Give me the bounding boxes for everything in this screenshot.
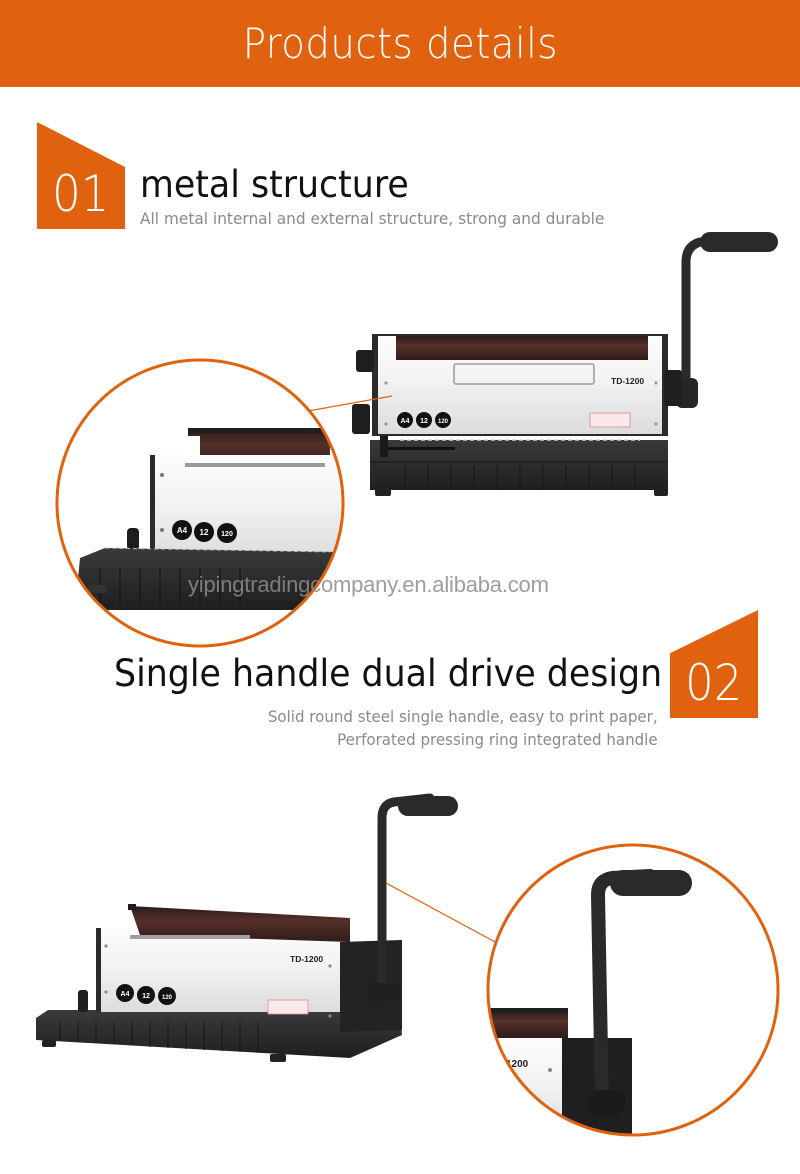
binding-machine-front-view: TD-1200 A4 12 120 (352, 232, 778, 496)
section-number-badge-01: 01 (37, 122, 125, 229)
watermark-text: yipingtradingcompany.en.alibaba.com (188, 572, 549, 597)
subtitle-line: Solid round steel single handle, easy to… (268, 707, 658, 726)
subtitle-line: Perforated pressing ring integrated hand… (337, 730, 658, 749)
section-title: metal structure (140, 163, 409, 206)
binding-machine-angled-view: TD-1200 A4 12 120 (36, 793, 458, 1062)
svg-text:12: 12 (200, 528, 209, 537)
zoom-circle-border (486, 843, 780, 1137)
svg-text:120: 120 (221, 531, 233, 538)
detail-zoom-circle-side-panel: A4 12 120 (55, 358, 345, 648)
section-number: 02 (685, 654, 743, 712)
svg-text:TD-1200: TD-1200 (611, 376, 644, 386)
section-subtitle: Solid round steel single handle, easy to… (268, 705, 658, 751)
svg-text:1200: 1200 (506, 1059, 529, 1070)
svg-text:12: 12 (142, 993, 150, 1000)
detail-zoom-circle-handle: 1200 (486, 843, 780, 1137)
section-number: 01 (52, 165, 110, 223)
zoom-circle-border (55, 358, 345, 648)
page-title: Products details (242, 19, 558, 68)
svg-text:TD-1200: TD-1200 (290, 954, 323, 964)
svg-text:A4: A4 (121, 991, 130, 998)
svg-text:120: 120 (438, 419, 449, 425)
callout-line (385, 882, 498, 944)
section-title: Single handle dual drive design (113, 652, 662, 695)
header-banner: Products details (0, 0, 800, 87)
svg-text:120: 120 (162, 995, 173, 1001)
svg-text:A4: A4 (177, 526, 188, 535)
svg-text:12: 12 (420, 418, 428, 425)
section-subtitle: All metal internal and external structur… (140, 209, 605, 228)
svg-text:A4: A4 (401, 418, 410, 425)
